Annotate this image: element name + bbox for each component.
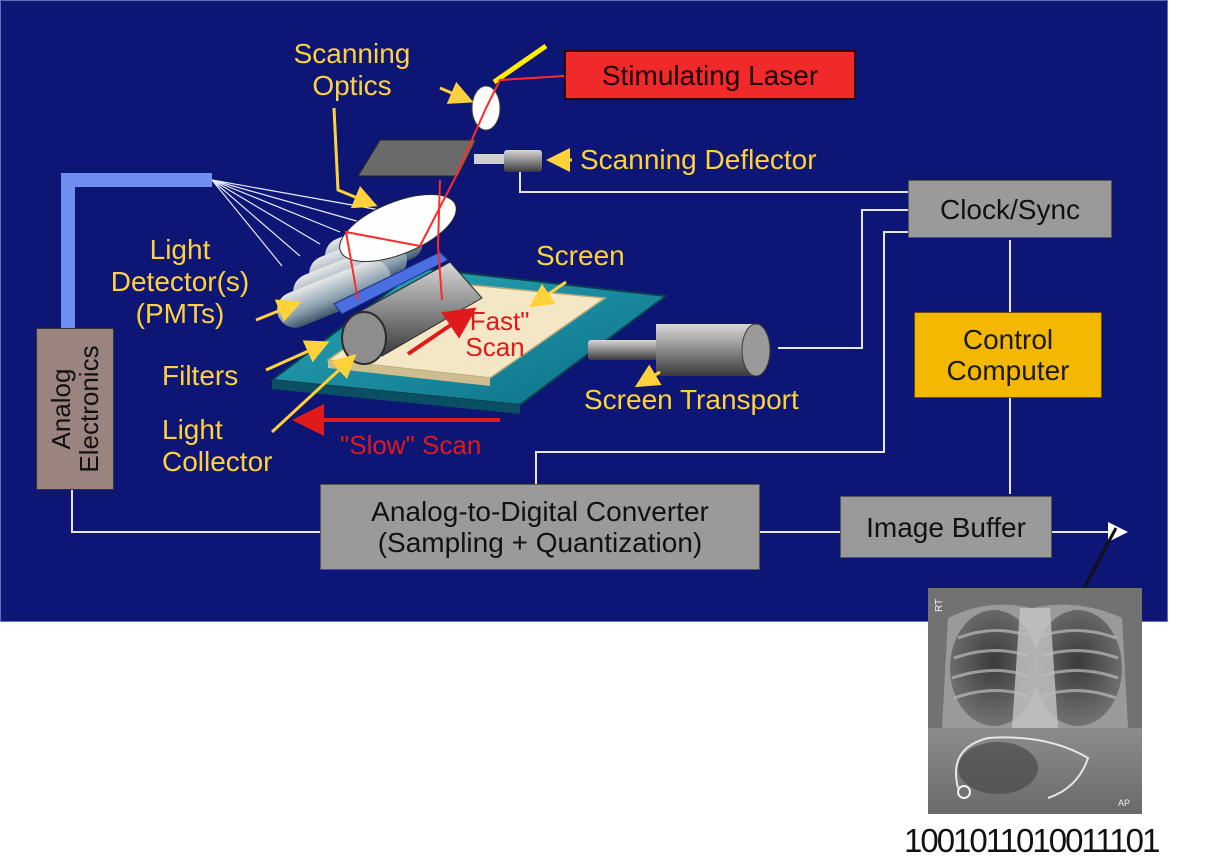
adc-box: Analog-to-Digital Converter (Sampling + … [320,484,760,570]
signal-wires [71,172,1110,533]
output-arrow-head [1108,522,1128,542]
analog-electronics-box: Analog Electronics [36,328,114,490]
transport-motor [656,324,756,376]
fiber-guide [61,173,212,328]
label-light-collector: Light Collector [162,414,273,477]
laser-beam [344,75,565,301]
analog-electronics-label: Analog Electronics [46,345,104,473]
stimulating-laser-box: Stimulating Laser [564,50,856,100]
chest-xray-image: RT AP [928,588,1142,814]
clock-sync-box: Clock/Sync [908,180,1112,238]
label-slow-scan: "Slow" Scan [340,430,482,460]
label-light-detectors: Light Detector(s) (PMTs) [110,234,250,329]
label-pointers [255,81,662,434]
xray-view-marker: AP [1118,798,1130,808]
label-screen-transport: Screen Transport [584,384,799,415]
scanning-optics-lens [339,194,457,262]
binary-output-text: 1001011010011101 [904,822,1160,859]
label-fast-scan: "Fast" Scan [460,306,530,362]
label-screen: Screen [536,240,625,271]
xray-drawing: RT AP [928,588,1142,814]
label-scanning-deflector: Scanning Deflector [580,144,817,175]
label-scanning-optics: Scanning Optics [293,38,411,101]
image-buffer-box: Image Buffer [840,496,1052,558]
fast-scan-arrow [406,307,477,356]
filters-strip [333,251,449,315]
scanning-deflector-mirror [357,139,477,177]
label-filters: Filters [162,360,239,391]
control-computer-box: Control Computer [914,312,1102,398]
transport-shaft [588,340,660,360]
xray-side-marker: RT [934,599,945,612]
